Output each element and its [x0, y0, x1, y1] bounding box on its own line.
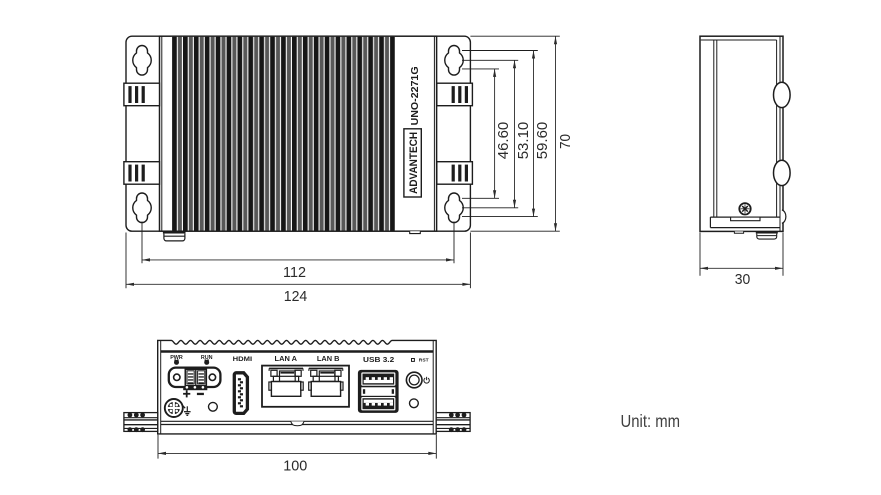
svg-text:Unit: mm: Unit: mm [621, 411, 681, 431]
svg-text:59.60: 59.60 [534, 122, 551, 160]
svg-text:USB 3.2: USB 3.2 [363, 357, 394, 364]
svg-text:70: 70 [557, 134, 574, 149]
svg-text:HDMI: HDMI [233, 356, 253, 363]
svg-text:100: 100 [283, 457, 307, 474]
svg-text:124: 124 [284, 288, 308, 305]
svg-text:ADVANTECH: ADVANTECH [408, 132, 420, 194]
svg-text:LAN B: LAN B [317, 356, 340, 363]
svg-text:LAN A: LAN A [275, 356, 298, 363]
svg-text:RUN: RUN [201, 355, 213, 361]
svg-text:53.10: 53.10 [515, 122, 532, 160]
svg-text:46.60: 46.60 [495, 122, 512, 160]
svg-text:PWR: PWR [170, 355, 183, 361]
svg-text:112: 112 [283, 264, 306, 281]
svg-text:RST: RST [419, 357, 429, 363]
svg-text:UNO-2271G: UNO-2271G [410, 66, 421, 125]
svg-text:30: 30 [735, 271, 751, 288]
